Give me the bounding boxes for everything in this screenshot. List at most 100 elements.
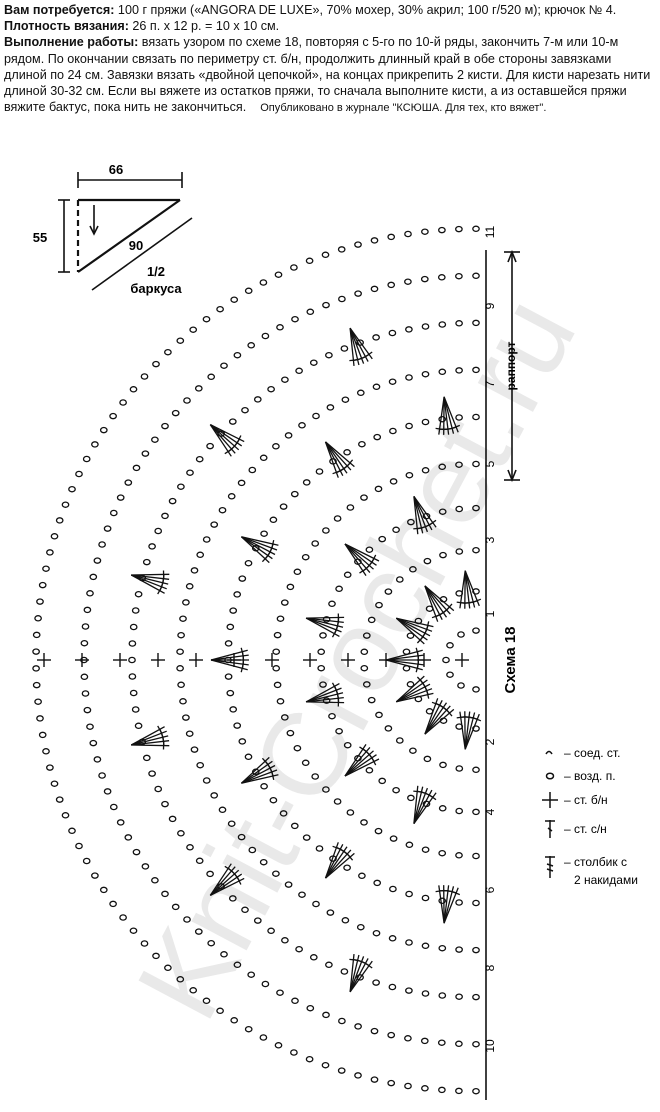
chain-stitch [83,706,92,714]
chain-stitch [267,927,275,935]
chain-stitch [442,656,450,664]
chain-stitch [68,827,76,835]
chain-stitch [387,1031,396,1039]
chain-stitch [176,648,184,655]
chain-stitch [206,442,214,450]
chain-stitch [177,830,185,837]
chain-stitch [86,723,94,730]
chain-stitch [343,449,351,456]
chain-stitch [154,527,163,535]
chain-stitch [358,440,366,448]
chain-stitch [99,426,108,434]
chain-stitch [298,422,306,429]
chain-stitch [226,623,235,631]
chain-stitch [322,786,330,793]
chain-stitch [98,541,106,548]
chain-stitch [302,834,311,841]
chain-stitch [241,906,249,914]
dc-stitch-bar [365,962,373,969]
chain-stitch [387,233,396,241]
chain-stitch [80,673,89,681]
chain-stitch [395,576,404,583]
chain-stitch [322,527,330,534]
chain-stitch [405,471,414,479]
chain-stitch [439,761,447,769]
chain-stitch [244,559,253,567]
chain-stitch [409,747,417,754]
chain-stitch [267,385,275,393]
dc-stitch [131,740,170,746]
chain-stitch [407,794,415,802]
chain-stitch [274,271,283,278]
chain-stitch [253,396,262,403]
schematic-diag-label: 90 [129,238,143,253]
chain-stitch [34,615,42,622]
chain-stitch [333,798,342,805]
chain-stitch [61,812,70,819]
chain-stitch [472,460,480,468]
row-number: 8 [483,964,497,971]
density-label: Плотность вязания: [4,19,129,34]
chain-stitch [455,1087,463,1095]
chain-stitch [319,632,327,639]
chain-stitch [202,777,211,784]
chain-stitch [389,885,397,893]
chain-stitch [244,287,253,295]
dc-stitch [344,543,371,574]
chain-stitch [438,508,447,515]
chain-stitch [384,725,393,732]
chain-stitch [472,366,480,374]
legend-text: – ст. б/н [564,793,608,807]
chain-stitch [237,479,246,487]
dc-stitch [130,574,165,594]
dc-icon [547,827,553,832]
chain-stitch [151,877,159,884]
chain-stitch [279,503,288,510]
dc-stitch-bar [240,664,244,673]
chain-stitch [472,225,480,233]
chain-stitch [176,665,184,672]
chain-stitch [202,997,211,1005]
chain-stitch [290,490,299,498]
chain-stitch [177,483,185,490]
chain-stitch [457,682,465,689]
chain-stitch [89,573,98,581]
chain-stitch [455,272,463,280]
chain-stitch [388,378,397,385]
chain-stitch [438,897,447,905]
chain-stitch [295,945,303,953]
dc-stitch [413,496,429,533]
chain-stitch [305,257,314,265]
chain-stitch [392,786,400,794]
chain-stitch [186,469,194,476]
chain-stitch [472,504,480,512]
chain-stitch [281,937,289,944]
chain-stitch [421,894,430,902]
chain-stitch [55,517,64,524]
chain-stitch [202,315,211,323]
dc-stitch [210,877,245,896]
chain-stitch [404,230,412,238]
chain-stitch [129,386,138,393]
chain-stitch [261,980,270,988]
chain-stitch [455,765,464,772]
dc-stitch [325,441,352,471]
dc-stitch [413,496,424,534]
chain-stitch [189,987,198,994]
chain-stitch [389,427,397,435]
row-number: 10 [483,1039,497,1053]
work-paragraph: Выполнение работы: вязать узором по схем… [4,34,654,116]
chain-stitch [472,766,480,774]
chain-stitch [216,305,224,313]
chain-stitch [472,686,480,693]
chain-stitch [374,827,383,835]
chain-stitch [34,698,42,705]
dc-stitch [344,543,367,576]
dc-stitch-bar [415,664,419,673]
chain-stitch [168,497,177,505]
chain-stitch [373,433,382,441]
chain-stitch [42,565,50,572]
dc-stitch-bar [446,709,453,717]
chain-stitch [328,600,336,608]
chain-stitch [406,632,415,639]
